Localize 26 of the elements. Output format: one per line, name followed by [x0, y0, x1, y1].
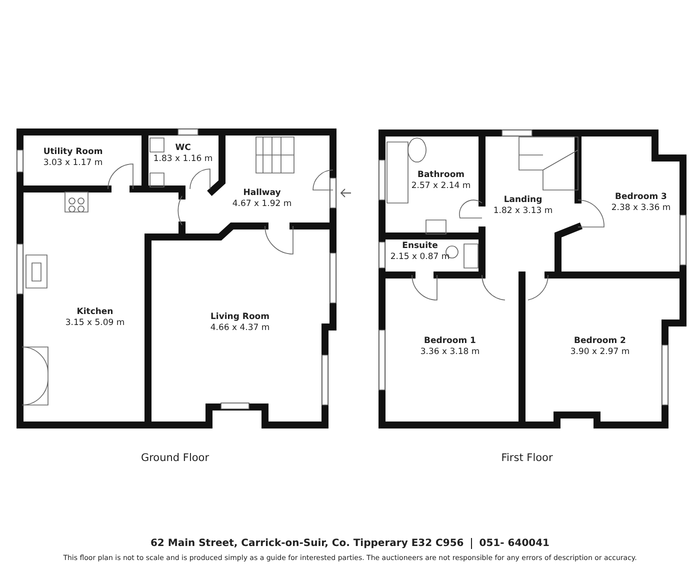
phone-number: 051- 640041 — [479, 538, 550, 549]
room-name: Bathroom — [416, 170, 466, 181]
room-dimensions: 3.90 x 2.97 m — [570, 347, 630, 358]
room-dimensions: 4.66 x 4.37 m — [210, 323, 270, 334]
room-name: Utility Room — [43, 147, 103, 158]
room-name: WC — [174, 143, 192, 154]
room-dimensions: 1.83 x 1.16 m — [153, 154, 213, 165]
room-name: Bedroom 2 — [573, 336, 627, 347]
room-dimensions: 2.38 x 3.36 m — [611, 203, 671, 214]
room-dimensions: 2.57 x 2.14 m — [411, 181, 471, 192]
room-dimensions: 4.67 x 1.92 m — [232, 199, 292, 210]
room-name: Bedroom 3 — [614, 192, 668, 203]
room-name: Kitchen — [76, 307, 114, 318]
room-dimensions: 3.15 x 5.09 m — [65, 318, 125, 329]
room-name: Living Room — [210, 312, 270, 323]
floor-title: First Floor — [501, 452, 553, 464]
room-dimensions: 3.36 x 3.18 m — [420, 347, 480, 358]
room-dimensions: 1.82 x 3.13 m — [493, 206, 553, 217]
floor-title: Ground Floor — [140, 452, 210, 464]
room-name: Landing — [502, 195, 544, 206]
room-name: Ensuite — [401, 241, 439, 252]
room-dimensions: 3.03 x 1.17 m — [43, 158, 103, 169]
room-name: Hallway — [242, 188, 282, 199]
room-dimensions: 2.15 x 0.87 m — [390, 252, 450, 263]
room-name: Bedroom 1 — [423, 336, 477, 347]
address-text: 62 Main Street, Carrick-on-Suir, Co. Tipperary E32 C956 — [150, 538, 464, 549]
